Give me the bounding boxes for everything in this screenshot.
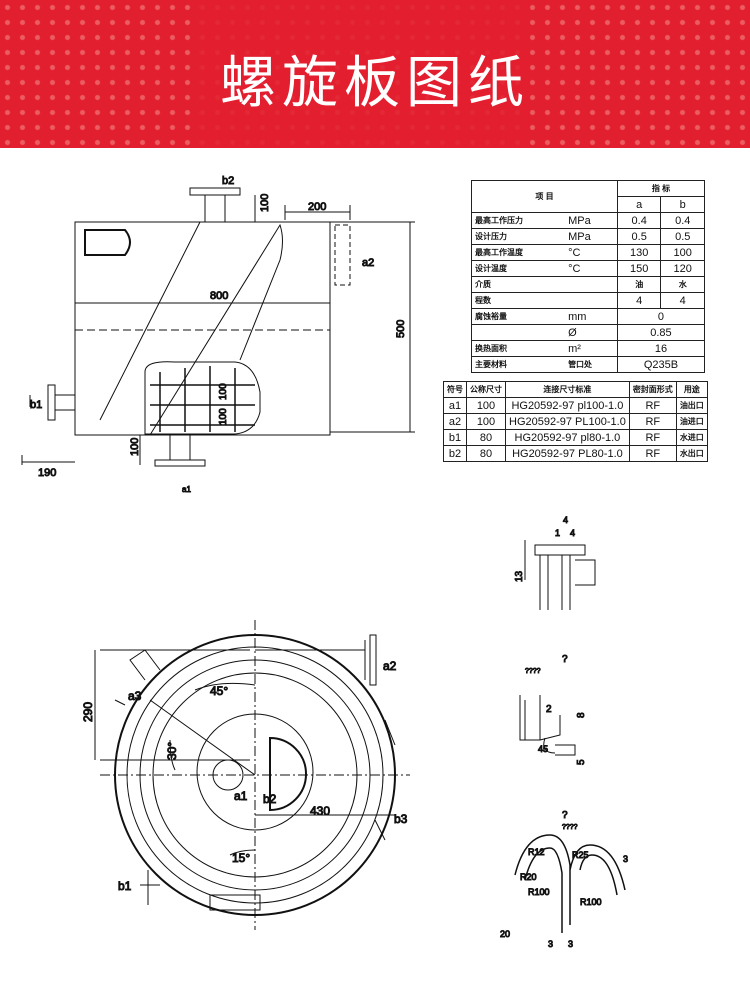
detail-drawings: 4 1 4 13 ? ???? 2 8 5 45 ? ???? R12 R25 …	[500, 515, 629, 950]
angle-30: 30°	[165, 742, 179, 760]
label-a2: a2	[362, 257, 374, 269]
detail1-dim-4b: 4	[570, 528, 575, 538]
front-view-drawing: b2 100 200 a2 800 500 b1 100 190 a1 100 …	[21, 175, 415, 495]
detail3-dim-3c: 3	[568, 939, 573, 949]
label-b2: b2	[222, 175, 234, 187]
detail2-dim-45: 45	[538, 744, 548, 754]
dim-width: 800	[210, 290, 228, 302]
dim-height: 500	[395, 320, 407, 338]
detail3-question: ?	[562, 810, 568, 821]
detail3-dim-3b: 3	[548, 939, 553, 949]
detail3-dim-20: 20	[500, 929, 510, 939]
dim-inner1: 100	[218, 383, 229, 400]
label-a1: a1	[182, 485, 191, 494]
col-a: a	[616, 196, 662, 213]
detail2-dim-2: 2	[546, 704, 552, 715]
detail3-r100a: R100	[528, 887, 550, 897]
detail1-dim-1: 1	[555, 528, 560, 538]
detail3-dim-3a: 3	[623, 854, 628, 864]
col-b: b	[660, 196, 705, 213]
label-a2: a2	[383, 659, 397, 673]
page-title: 螺旋板图纸	[220, 51, 530, 116]
detail3-r100b: R100	[580, 897, 602, 907]
angle-45: 45°	[210, 684, 228, 698]
table-row: 介质油水	[471, 276, 705, 293]
label-a3: a3	[128, 689, 142, 703]
label-a1: a1	[234, 789, 248, 803]
dim-inner2: 100	[218, 408, 229, 425]
dim-left: 190	[38, 467, 56, 479]
detail2-dim-8: 8	[576, 712, 587, 718]
header-index: 指 标	[616, 180, 706, 197]
dim-top-nozzle: 100	[259, 194, 271, 212]
detail2-quad-question: ????	[525, 668, 541, 675]
dim-290: 290	[81, 702, 95, 722]
detail3-r25: R25	[572, 850, 589, 860]
detail3-r12: R12	[528, 847, 545, 857]
header-item: 项 目	[471, 180, 618, 213]
detail3-r20: R20	[520, 872, 537, 882]
dim-bottom-nozzle: 100	[129, 438, 141, 456]
label-b2: b2	[263, 792, 277, 806]
banner-fade	[200, 0, 530, 148]
detail2-question: ?	[562, 654, 568, 665]
dim-430: 430	[310, 804, 330, 818]
title-banner: 螺旋板图纸	[0, 0, 750, 148]
angle-15: 15°	[232, 851, 250, 865]
detail1-dim-4a: 4	[563, 515, 568, 525]
label-b1: b1	[118, 879, 132, 893]
dim-offset: 200	[308, 201, 326, 213]
detail3-quad-question: ????	[562, 824, 578, 831]
detail2-dim-5: 5	[576, 759, 587, 765]
label-b1: b1	[30, 399, 42, 411]
top-view-drawing: 430 290 45° 30° 15° a1 b2 a2 a3 b1 b3	[81, 620, 410, 930]
label-b3: b3	[394, 812, 408, 826]
detail1-dim-13: 13	[514, 570, 525, 582]
